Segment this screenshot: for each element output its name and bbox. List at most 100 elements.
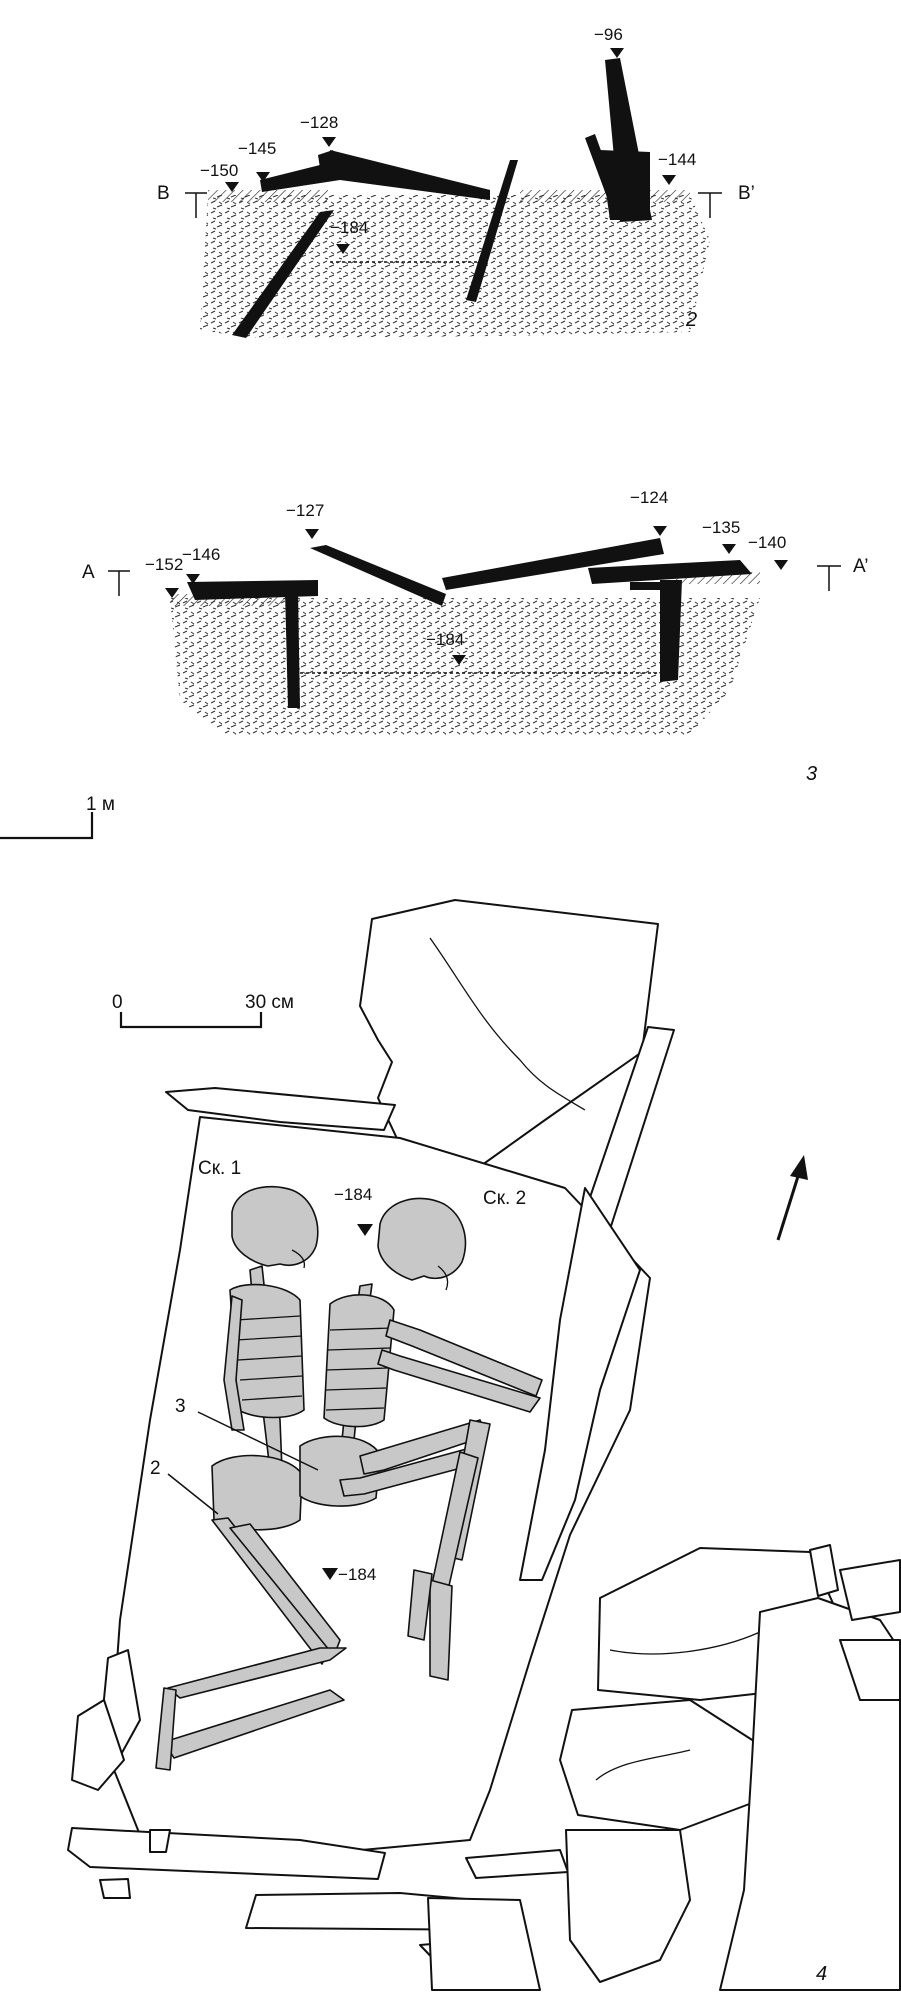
stone-slab <box>165 1087 396 1131</box>
elevation-label: −150 <box>200 161 238 180</box>
ribcage <box>323 1294 395 1428</box>
elevation-label: −144 <box>658 150 696 169</box>
slab <box>318 150 335 168</box>
elevation-marker <box>662 175 676 185</box>
elevation-marker <box>722 544 736 554</box>
section-left-label: B <box>157 183 170 204</box>
elevation-marker <box>256 172 270 182</box>
elevation-label: −152 <box>145 555 183 574</box>
elevation-label: −140 <box>748 533 786 552</box>
elevation-marker <box>336 244 350 254</box>
elevation-label: −184 <box>330 218 368 237</box>
elevation-marker <box>357 1224 373 1236</box>
elevation-label: −124 <box>630 488 668 507</box>
foot <box>407 1569 433 1641</box>
elevation-label: −146 <box>182 545 220 564</box>
ribcage <box>229 1283 305 1419</box>
arm-bone <box>223 1295 245 1431</box>
slab <box>330 150 490 200</box>
elevation-marker <box>774 560 788 570</box>
find-2-label: 2 <box>150 1458 161 1479</box>
plan-scale-start: 0 <box>112 992 123 1013</box>
elevation-marker <box>322 137 336 147</box>
skeleton-1 <box>155 1185 347 1771</box>
elevation-marker <box>322 1568 338 1580</box>
stone <box>809 1544 839 1597</box>
stone <box>839 1559 901 1621</box>
stone <box>427 1897 541 1991</box>
slab <box>588 560 752 584</box>
slab <box>232 210 334 338</box>
jaw <box>291 1249 306 1269</box>
plan-scale-end: 30 см <box>245 992 294 1013</box>
elevation-label: −184 <box>426 630 464 649</box>
elevation-marker <box>186 574 200 584</box>
elevation-marker <box>610 48 624 58</box>
elevation-marker <box>225 182 239 192</box>
slab <box>260 160 490 200</box>
plan-scale-bar <box>119 1012 263 1029</box>
find-3-label: 3 <box>175 1396 186 1417</box>
slab <box>285 590 300 708</box>
stone-slab <box>519 1187 641 1581</box>
section-scale-bar: 1 м <box>0 794 115 840</box>
ribs <box>235 1315 303 1401</box>
elevation-label: −96 <box>594 25 623 44</box>
pit-fill <box>170 598 760 735</box>
elevation-marker <box>165 588 179 598</box>
elevation-marker <box>653 526 667 536</box>
stone-slab <box>71 1699 125 1791</box>
figure-number: 2 <box>685 309 697 331</box>
elevation-label: −127 <box>286 501 324 520</box>
elevation-label: −184 <box>334 1185 372 1204</box>
skull <box>231 1185 319 1267</box>
foot <box>155 1687 177 1771</box>
slab <box>600 150 650 220</box>
section-right-label: A’ <box>853 556 868 577</box>
skeleton-2 <box>299 1197 543 1681</box>
stone-slab <box>149 1829 171 1853</box>
jaw <box>437 1265 449 1291</box>
stone-slab <box>465 1849 569 1879</box>
figure-number: 3 <box>806 763 817 785</box>
slab <box>442 538 664 590</box>
section-a-a: A A’ −127 −124 −135 −140 −152 −146 −184 … <box>82 488 868 785</box>
femur <box>229 1523 341 1657</box>
stone-crack <box>609 1631 761 1655</box>
stone-slab <box>99 1878 131 1899</box>
stone-crack <box>595 1749 691 1781</box>
elevation-label: −145 <box>238 139 276 158</box>
find-2-pointer <box>167 1473 219 1515</box>
skeleton-2-label: Ск. 2 <box>483 1188 526 1209</box>
plan-burial: 0 30 см <box>67 899 901 1991</box>
stone <box>565 1829 691 1983</box>
stone <box>719 1597 901 1991</box>
find-3-pointer <box>197 1411 319 1471</box>
figure-number: 4 <box>816 1963 827 1985</box>
stone <box>559 1699 761 1831</box>
scale-bar-line <box>0 812 94 840</box>
ribs <box>325 1327 393 1411</box>
section-right-label: B’ <box>738 183 755 204</box>
tibia <box>167 1647 347 1699</box>
slab <box>668 580 678 676</box>
scale-bar-label: 1 м <box>86 794 115 815</box>
elevation-label: −135 <box>702 518 740 537</box>
skeleton-1-label: Ск. 1 <box>198 1158 241 1179</box>
north-arrow-icon <box>776 1155 808 1241</box>
arm-bone <box>377 1349 541 1413</box>
foot <box>429 1579 453 1681</box>
stone-slab <box>67 1827 386 1880</box>
tibia <box>163 1689 345 1759</box>
slab <box>310 545 446 606</box>
slab-crack <box>429 937 586 1111</box>
slab <box>466 160 518 302</box>
pit-fill <box>200 195 710 338</box>
skull <box>377 1197 467 1281</box>
elevation-label: −184 <box>338 1565 376 1584</box>
elevation-marker <box>305 529 319 539</box>
elevation-label: −128 <box>300 113 338 132</box>
section-b-b: B B’ −96 −128 −145 −150 −144 −184 2 <box>157 25 755 338</box>
elevation-marker <box>452 655 466 665</box>
